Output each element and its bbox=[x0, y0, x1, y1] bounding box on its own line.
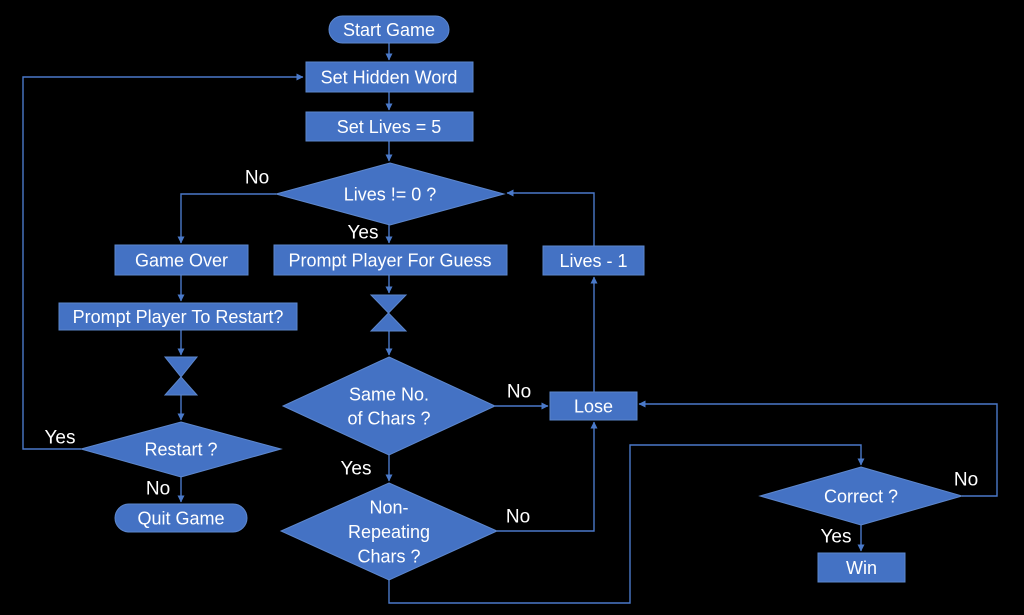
node-lose-label: Lose bbox=[574, 396, 613, 416]
node-prompt-guess: Prompt Player For Guess bbox=[273, 244, 508, 276]
terminator-shape bbox=[114, 503, 248, 533]
process-shape bbox=[273, 244, 508, 276]
process-shape bbox=[549, 391, 638, 421]
edge-lives-minus-to-lives-check bbox=[506, 189, 595, 246]
node-win-label: Win bbox=[846, 558, 877, 578]
node-restart-check: Restart ? bbox=[79, 421, 283, 478]
edge-labels: No Yes Yes No No Yes No No Yes bbox=[45, 168, 979, 548]
decision-shape bbox=[758, 466, 964, 526]
node-start-game: Start Game bbox=[328, 15, 450, 44]
edge-non-repeating-to-correct-check bbox=[388, 444, 865, 604]
node-lives-check: Lives != 0 ? bbox=[274, 162, 506, 226]
edge-non-repeating-no-to-lose bbox=[497, 421, 598, 532]
terminator-shape bbox=[328, 15, 450, 44]
process-shape bbox=[305, 111, 474, 142]
node-lives-minus-label: Lives - 1 bbox=[559, 251, 627, 271]
node-start-game-label: Start Game bbox=[343, 20, 435, 40]
node-correct-check-label: Correct ? bbox=[824, 486, 898, 506]
label-lives-check-yes: Yes bbox=[348, 223, 379, 244]
process-shape bbox=[114, 244, 249, 276]
decision-shape bbox=[279, 482, 499, 581]
node-prompt-restart-label: Prompt Player To Restart? bbox=[73, 307, 284, 327]
node-set-lives: Set Lives = 5 bbox=[305, 111, 474, 142]
node-non-repeating-line2: Repeating bbox=[348, 522, 430, 542]
node-restart-check-label: Restart ? bbox=[144, 439, 217, 459]
label-restart-yes: Yes bbox=[45, 428, 76, 449]
label-correct-no: No bbox=[954, 470, 978, 491]
node-set-hidden-word: Set Hidden Word bbox=[305, 61, 474, 93]
edge-restart-check-yes-to-set-hidden-word bbox=[22, 73, 304, 450]
node-lives-check-label: Lives != 0 ? bbox=[344, 184, 437, 204]
label-correct-yes: Yes bbox=[821, 527, 852, 548]
decision-shape bbox=[274, 162, 506, 226]
node-lives-minus: Lives - 1 bbox=[542, 245, 645, 276]
node-same-chars-line1: Same No. bbox=[349, 384, 429, 404]
node-game-over: Game Over bbox=[114, 244, 249, 276]
node-set-lives-label: Set Lives = 5 bbox=[337, 117, 442, 137]
node-non-repeating-line1: Non- bbox=[369, 497, 408, 517]
node-same-chars: Same No. of Chars ? bbox=[281, 356, 497, 456]
process-shape bbox=[305, 61, 474, 93]
node-game-over-label: Game Over bbox=[135, 250, 228, 270]
label-non-repeating-no: No bbox=[506, 507, 530, 528]
decision-shape bbox=[79, 421, 283, 478]
node-lose: Lose bbox=[549, 391, 638, 421]
label-same-chars-no: No bbox=[507, 382, 531, 403]
label-restart-no: No bbox=[146, 479, 170, 500]
node-prompt-restart: Prompt Player To Restart? bbox=[58, 302, 298, 331]
wait-hourglass-icon bbox=[369, 294, 408, 332]
node-prompt-guess-label: Prompt Player For Guess bbox=[288, 250, 491, 270]
node-non-repeating: Non- Repeating Chars ? bbox=[279, 482, 499, 581]
node-set-hidden-word-label: Set Hidden Word bbox=[321, 67, 458, 87]
label-lives-check-no: No bbox=[245, 168, 269, 189]
connectors bbox=[22, 43, 998, 604]
process-shape bbox=[58, 302, 298, 331]
edge-lives-check-no-to-game-over bbox=[177, 193, 276, 244]
process-shape bbox=[542, 245, 645, 276]
label-same-chars-yes: Yes bbox=[341, 459, 372, 480]
node-quit-game-label: Quit Game bbox=[137, 508, 224, 528]
edge-correct-check-no-to-lose bbox=[638, 400, 998, 497]
node-quit-game: Quit Game bbox=[114, 503, 248, 533]
wait-hourglass-icon bbox=[163, 356, 199, 396]
decision-shape bbox=[281, 356, 497, 456]
node-same-chars-line2: of Chars ? bbox=[347, 408, 430, 428]
node-non-repeating-line3: Chars ? bbox=[357, 546, 420, 566]
node-win: Win bbox=[817, 552, 906, 583]
node-correct-check: Correct ? bbox=[758, 466, 964, 526]
process-shape bbox=[817, 552, 906, 583]
